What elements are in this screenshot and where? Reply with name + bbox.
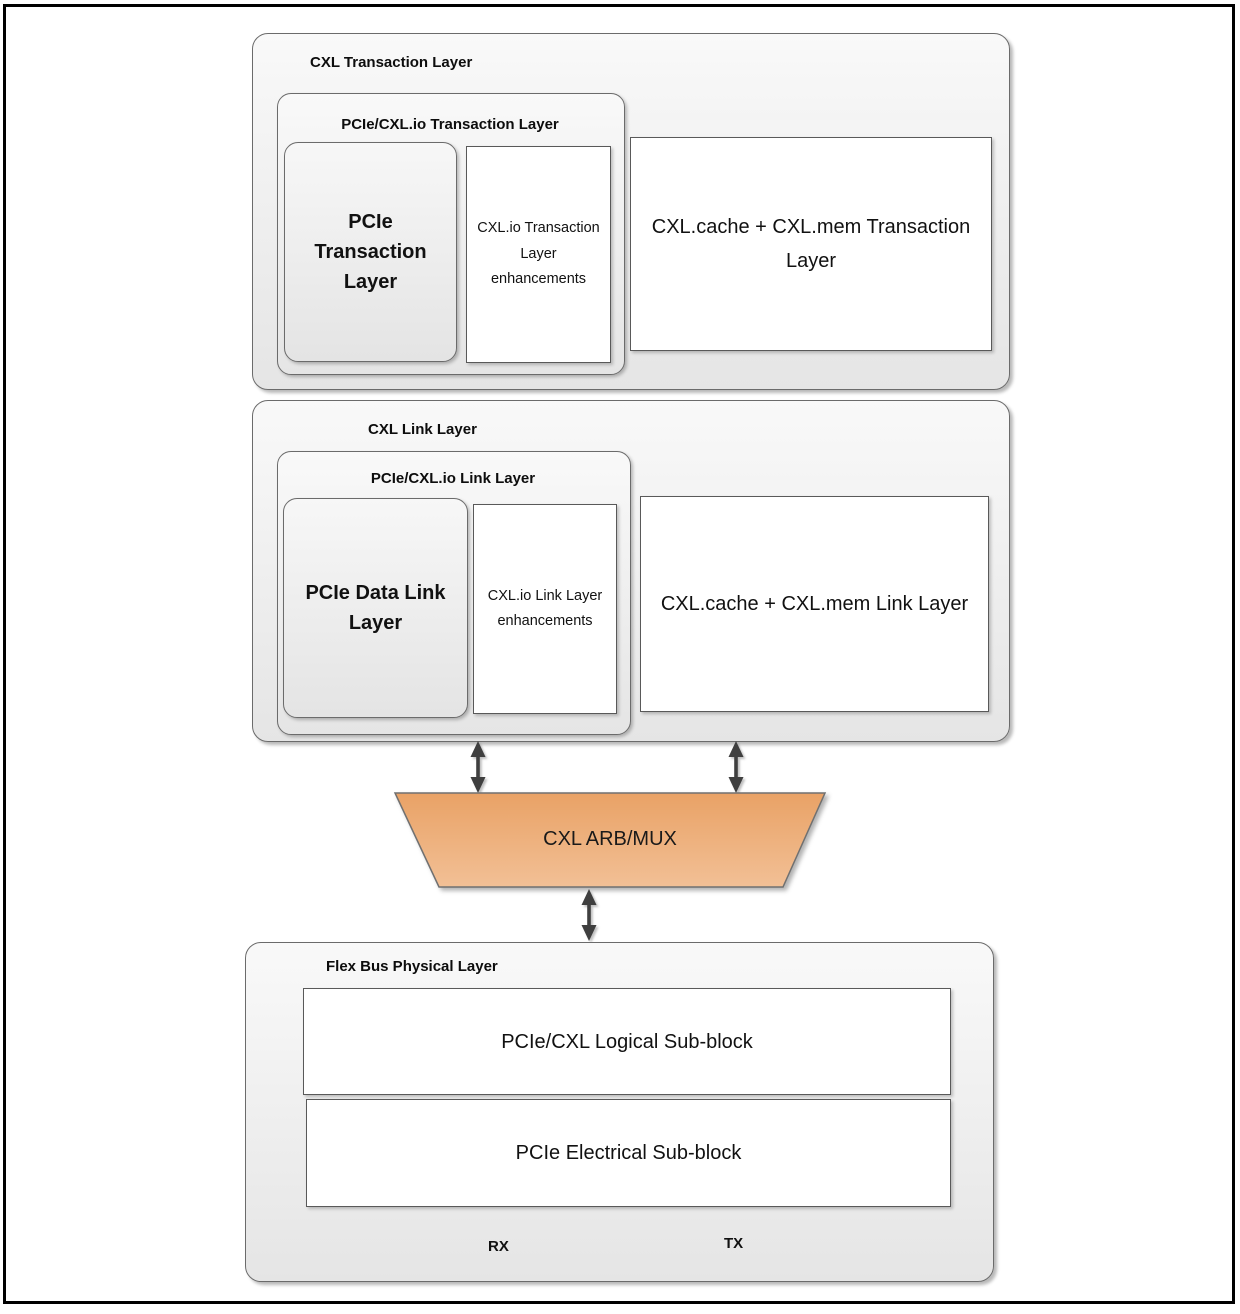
link-layer-title: CXL Link Layer	[368, 421, 477, 438]
arb-mux-label: CXL ARB/MUX	[543, 827, 677, 850]
pcie-data-link-layer-box: PCIe Data Link Layer	[283, 498, 468, 718]
double-arrow-icon	[470, 741, 486, 793]
tx-label: TX	[724, 1235, 744, 1252]
page-border	[3, 4, 1235, 1304]
pcie-transaction-layer-box: PCIe Transaction Layer	[284, 142, 457, 362]
cxlio-transaction-enhancements-box: CXL.io Transaction Layer enhancements	[466, 146, 611, 363]
cache-mem-link-box: CXL.cache + CXL.mem Link Layer	[640, 496, 989, 712]
double-arrow-icon	[581, 889, 597, 941]
cache-mem-transaction-box: CXL.cache + CXL.mem Transaction Layer	[630, 137, 992, 351]
double-arrow-icon	[728, 741, 744, 793]
pcie-cxlio-link-title: PCIe/CXL.io Link Layer	[370, 470, 536, 487]
transaction-layer-title: CXL Transaction Layer	[310, 54, 473, 71]
logical-sub-block-box: PCIe/CXL Logical Sub-block	[303, 988, 951, 1095]
trapezoid-shape	[393, 792, 827, 888]
rx-label: RX	[488, 1238, 509, 1255]
arb-mux-trapezoid: CXL ARB/MUX	[393, 791, 827, 891]
cxlio-link-enhancements-box: CXL.io Link Layer enhancements	[473, 504, 617, 714]
electrical-sub-block-box: PCIe Electrical Sub-block	[306, 1099, 951, 1207]
pcie-cxlio-transaction-title: PCIe/CXL.io Transaction Layer	[341, 116, 559, 133]
physical-layer-title: Flex Bus Physical Layer	[326, 958, 498, 975]
